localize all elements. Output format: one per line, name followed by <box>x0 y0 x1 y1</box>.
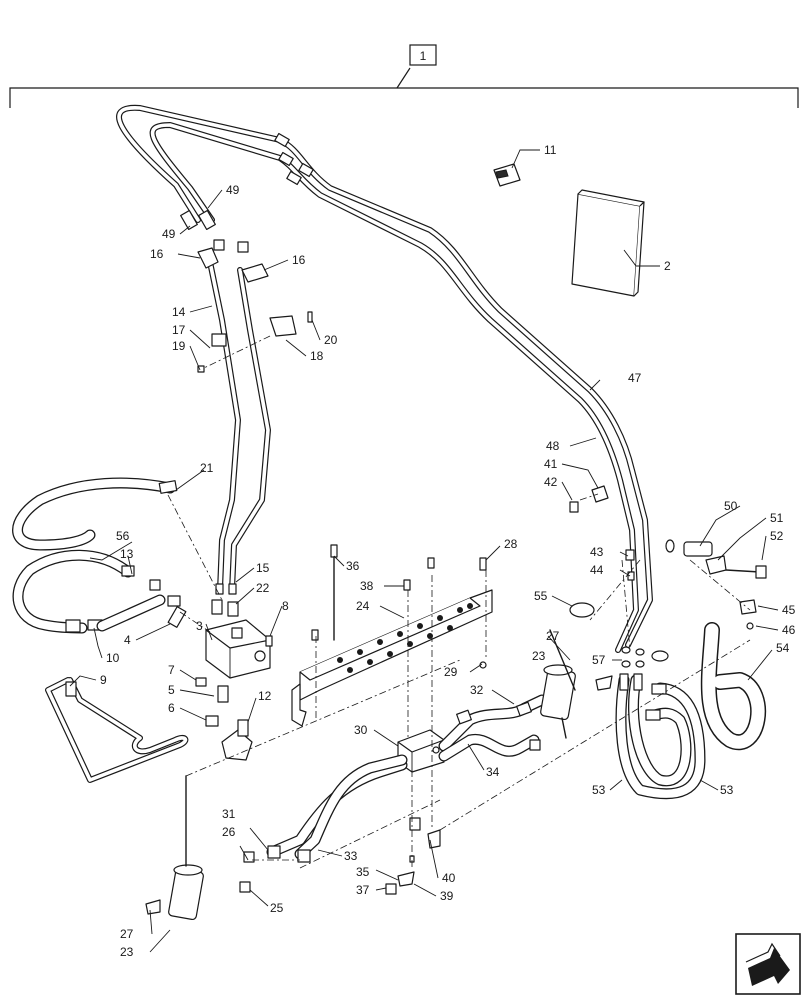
callout-15: 15 <box>256 561 270 575</box>
tube-9 <box>45 677 189 783</box>
callout-40: 40 <box>442 871 456 885</box>
callout-52: 52 <box>770 529 784 543</box>
callout-22: 22 <box>256 581 270 595</box>
callout-16a: 16 <box>150 247 164 261</box>
callout-5: 5 <box>168 683 175 697</box>
callout-32: 32 <box>470 683 484 697</box>
callout-33: 33 <box>344 849 358 863</box>
valve-30 <box>397 729 445 773</box>
callout-36: 36 <box>346 559 360 573</box>
callout-42: 42 <box>544 475 558 489</box>
callout-23b: 23 <box>120 945 134 959</box>
tube-assembly-14 <box>197 247 271 595</box>
cylinder-23-right <box>540 629 613 739</box>
callout-26: 26 <box>222 825 236 839</box>
callout-2: 2 <box>664 259 671 273</box>
callout-10: 10 <box>106 651 120 665</box>
callout-20: 20 <box>324 333 338 347</box>
callout-30: 30 <box>354 723 368 737</box>
callout-29: 29 <box>444 665 458 679</box>
cylinder-23-left <box>145 775 204 921</box>
callout-48: 48 <box>546 439 560 453</box>
callout-45: 45 <box>782 603 796 617</box>
callout-14: 14 <box>172 305 186 319</box>
callout-31: 31 <box>222 807 236 821</box>
callout-4: 4 <box>124 633 131 647</box>
callout-41: 41 <box>544 457 558 471</box>
callout-39: 39 <box>440 889 454 903</box>
callout-7: 7 <box>168 663 175 677</box>
callout-13: 13 <box>120 547 134 561</box>
callout-21: 21 <box>200 461 214 475</box>
callout-numbers: 2 3 4 5 6 7 8 9 10 11 12 13 14 15 16 16 … <box>100 143 796 959</box>
callout-24: 24 <box>356 599 370 613</box>
callout-35: 35 <box>356 865 370 879</box>
callout-49b: 49 <box>162 227 176 241</box>
callout-37: 37 <box>356 883 370 897</box>
valve-3 <box>167 599 271 727</box>
callout-16b: 16 <box>292 253 306 267</box>
callout-27b: 27 <box>120 927 134 941</box>
callout-12: 12 <box>258 689 272 703</box>
callout-25: 25 <box>270 901 284 915</box>
callout-18: 18 <box>310 349 324 363</box>
callout-23a: 23 <box>532 649 546 663</box>
small-parts <box>197 163 767 895</box>
callout-55: 55 <box>534 589 548 603</box>
callout-54: 54 <box>776 641 790 655</box>
callout-34: 34 <box>486 765 500 779</box>
callout-51: 51 <box>770 511 784 525</box>
alignment-lines <box>167 335 751 870</box>
callout-47: 47 <box>628 371 642 385</box>
hoses-21-56 <box>12 477 178 634</box>
callout-56: 56 <box>116 529 130 543</box>
callout-9: 9 <box>100 673 107 687</box>
callout-57: 57 <box>592 653 606 667</box>
tube-assembly-47-48 <box>116 104 653 653</box>
callout-38: 38 <box>360 579 374 593</box>
bolts <box>311 544 487 669</box>
next-page-arrow-icon[interactable] <box>735 933 801 995</box>
callout-53b: 53 <box>720 783 734 797</box>
hoses-53-54 <box>615 622 767 800</box>
callout-17: 17 <box>172 323 186 337</box>
group-label: 1 <box>420 49 427 63</box>
leader-lines <box>69 149 779 953</box>
hose-10 <box>65 579 181 633</box>
callout-11: 11 <box>544 143 557 157</box>
mounting-plate-24 <box>291 589 493 727</box>
callout-28: 28 <box>504 537 518 551</box>
callout-50: 50 <box>724 499 738 513</box>
group-bracket: 1 <box>9 44 799 108</box>
callout-27a: 27 <box>546 629 560 643</box>
callout-46: 46 <box>782 623 796 637</box>
callout-3: 3 <box>196 619 203 633</box>
hoses-31-33 <box>266 754 408 863</box>
callout-43: 43 <box>590 545 604 559</box>
callout-49a: 49 <box>226 183 240 197</box>
callout-44: 44 <box>590 563 604 577</box>
fitting-12 <box>221 719 253 761</box>
callout-8: 8 <box>282 599 289 613</box>
plate-holes <box>337 603 473 673</box>
hoses-32-34 <box>438 694 548 762</box>
callout-53a: 53 <box>592 783 606 797</box>
fittings-49 <box>180 209 249 253</box>
callout-19: 19 <box>172 339 186 353</box>
callout-6: 6 <box>168 701 175 715</box>
